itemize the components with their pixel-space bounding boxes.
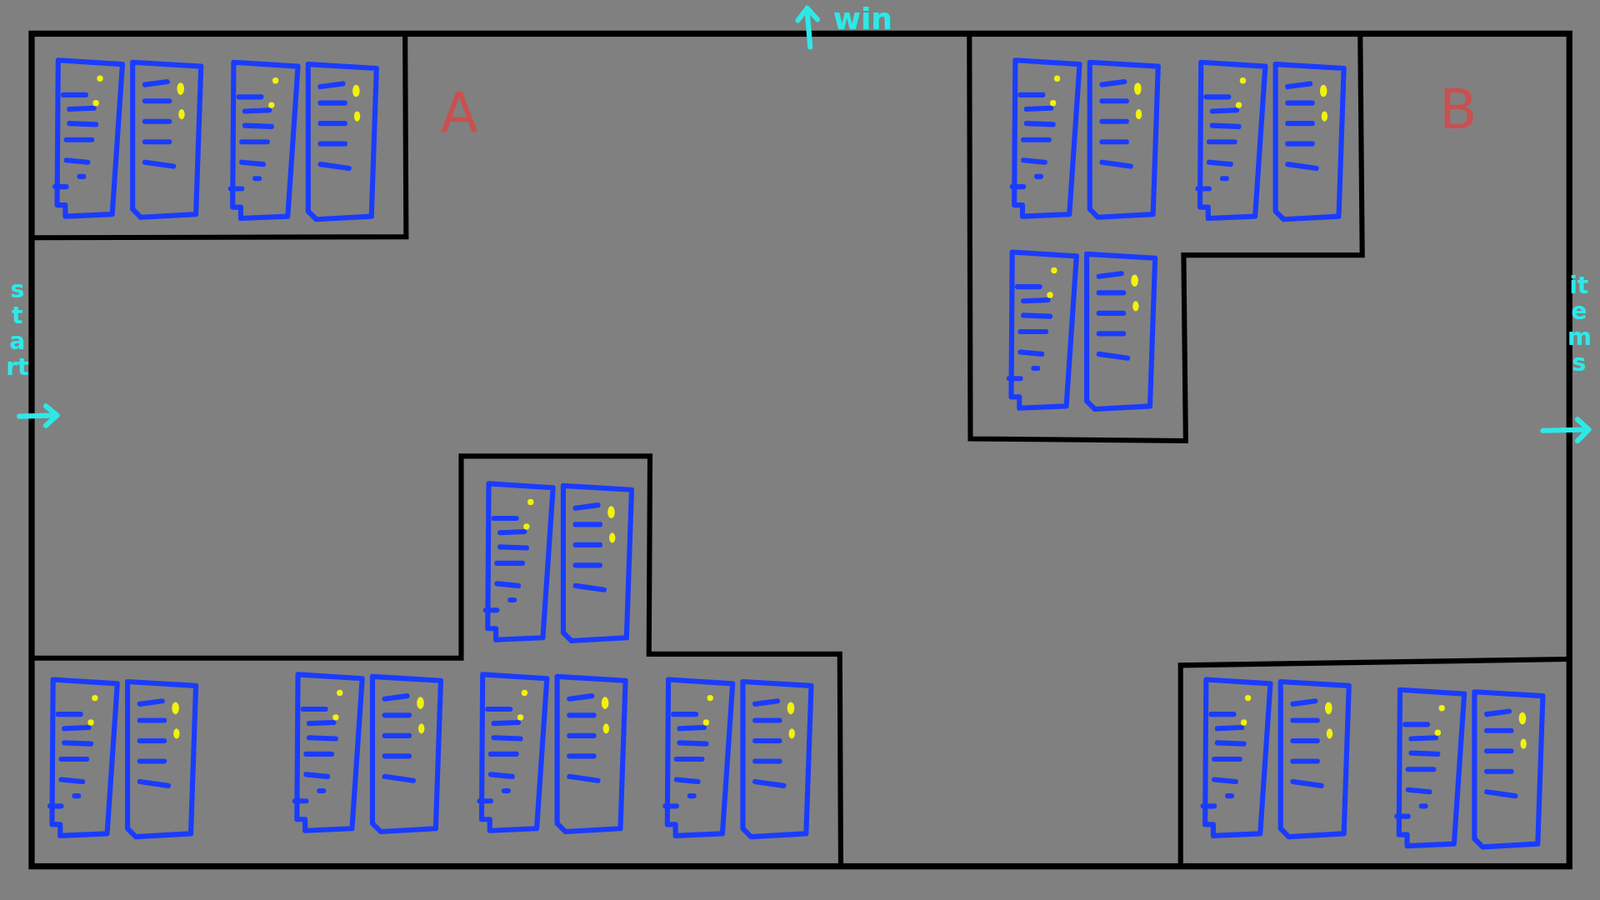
outer-wall — [31, 33, 1570, 866]
server-rack-pair — [1012, 60, 1159, 218]
server-rack-pair — [485, 483, 632, 641]
server-rack-pair — [1198, 62, 1345, 220]
wall — [33, 455, 841, 867]
server-rack-pair — [295, 674, 441, 832]
server-rack-pair — [665, 680, 811, 838]
items-arrow — [1542, 419, 1589, 441]
server-rack-pair — [1009, 251, 1155, 410]
exit-label: win — [833, 1, 893, 36]
zone-label: A — [440, 80, 478, 145]
walls — [33, 33, 1567, 867]
entry-label: start — [5, 277, 30, 380]
server-rack-pair — [1203, 680, 1350, 838]
server-rack-pair — [480, 674, 626, 832]
wall — [33, 33, 406, 238]
exit-arrow — [798, 8, 818, 48]
zone-label: B — [1439, 77, 1477, 142]
server-rack-pair — [50, 680, 196, 838]
wall — [1180, 659, 1568, 868]
entry-arrow — [19, 405, 57, 425]
direction-arrows — [19, 8, 1589, 441]
server-rack-pair — [230, 62, 377, 220]
server-rack-pair — [55, 60, 201, 218]
wall — [969, 33, 1362, 441]
server-rack-pair — [1396, 690, 1543, 848]
items-label: items — [1567, 273, 1591, 376]
